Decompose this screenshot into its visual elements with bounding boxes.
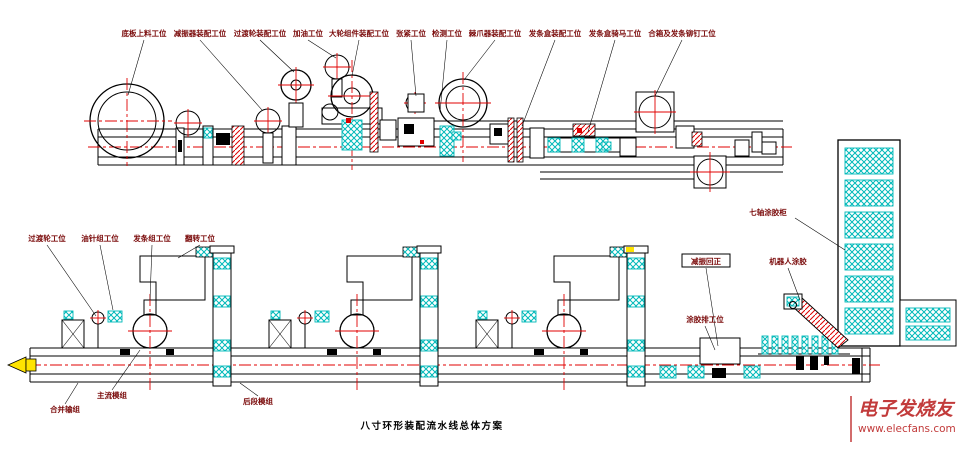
robot-glue-label: 机器人涂胶 xyxy=(769,256,807,266)
drawing-title: 八寸环形装配流水线总体方案 xyxy=(359,420,503,432)
leader-lines xyxy=(46,39,846,405)
top-station-label: 大轮组件装配工位 xyxy=(329,28,389,38)
bottom-station-label: 发条组工位 xyxy=(132,233,171,243)
damper-reset-label: 减振回正 xyxy=(691,256,721,266)
damper-label-box xyxy=(681,253,731,268)
top-assembly-line xyxy=(84,53,792,192)
glue-robot-arm xyxy=(783,293,849,349)
top-station-label: 加油工位 xyxy=(292,28,323,38)
watermark-site: www.elecfans.com xyxy=(858,423,956,435)
right-equipment xyxy=(659,293,863,382)
glue-row-station xyxy=(699,337,741,365)
bottom-edge-label: 主流模组 xyxy=(97,390,127,400)
watermark: 电子发烧友 www.elecfans.com xyxy=(850,396,956,442)
station-labels: 底板上料工位 减振器装配工位 过渡轮装配工位 加油工位 大轮组件装配工位 张紧工… xyxy=(28,28,807,414)
top-station-label: 合箱及发条铆钉工位 xyxy=(648,28,716,38)
bottom-edge-label: 后段模组 xyxy=(243,396,273,406)
glue-row-label: 涂胶排工位 xyxy=(686,314,724,324)
bottom-assembly-line xyxy=(7,245,880,393)
glue-cabinet-tower xyxy=(837,139,957,347)
top-station-label: 检测工位 xyxy=(432,28,462,38)
bottom-station-label: 翻转工位 xyxy=(185,233,215,243)
top-station-label: 发条盒装配工位 xyxy=(528,28,582,38)
top-line-stations xyxy=(174,53,777,192)
yellow-marker xyxy=(626,247,634,252)
flow-direction-arrow xyxy=(7,356,27,374)
glue-cabinet-label: 七轴涂胶柜 xyxy=(749,207,787,217)
top-station-label: 棘爪器装配工位 xyxy=(468,28,522,38)
bottom-station-label: 过渡轮工位 xyxy=(28,233,66,243)
top-station-label: 发条盒骑马工位 xyxy=(588,28,642,38)
top-station-label: 底板上料工位 xyxy=(122,28,167,38)
watermark-brand: 电子发烧友 xyxy=(858,398,956,420)
loading-wheel xyxy=(84,78,172,166)
bottom-station-label: 油针组工位 xyxy=(81,233,119,243)
top-station-label: 过渡轮装配工位 xyxy=(234,28,287,38)
top-station-label: 张紧工位 xyxy=(396,28,426,38)
top-station-label: 减振器装配工位 xyxy=(174,28,227,38)
bottom-edge-label: 合并输组 xyxy=(50,404,80,414)
